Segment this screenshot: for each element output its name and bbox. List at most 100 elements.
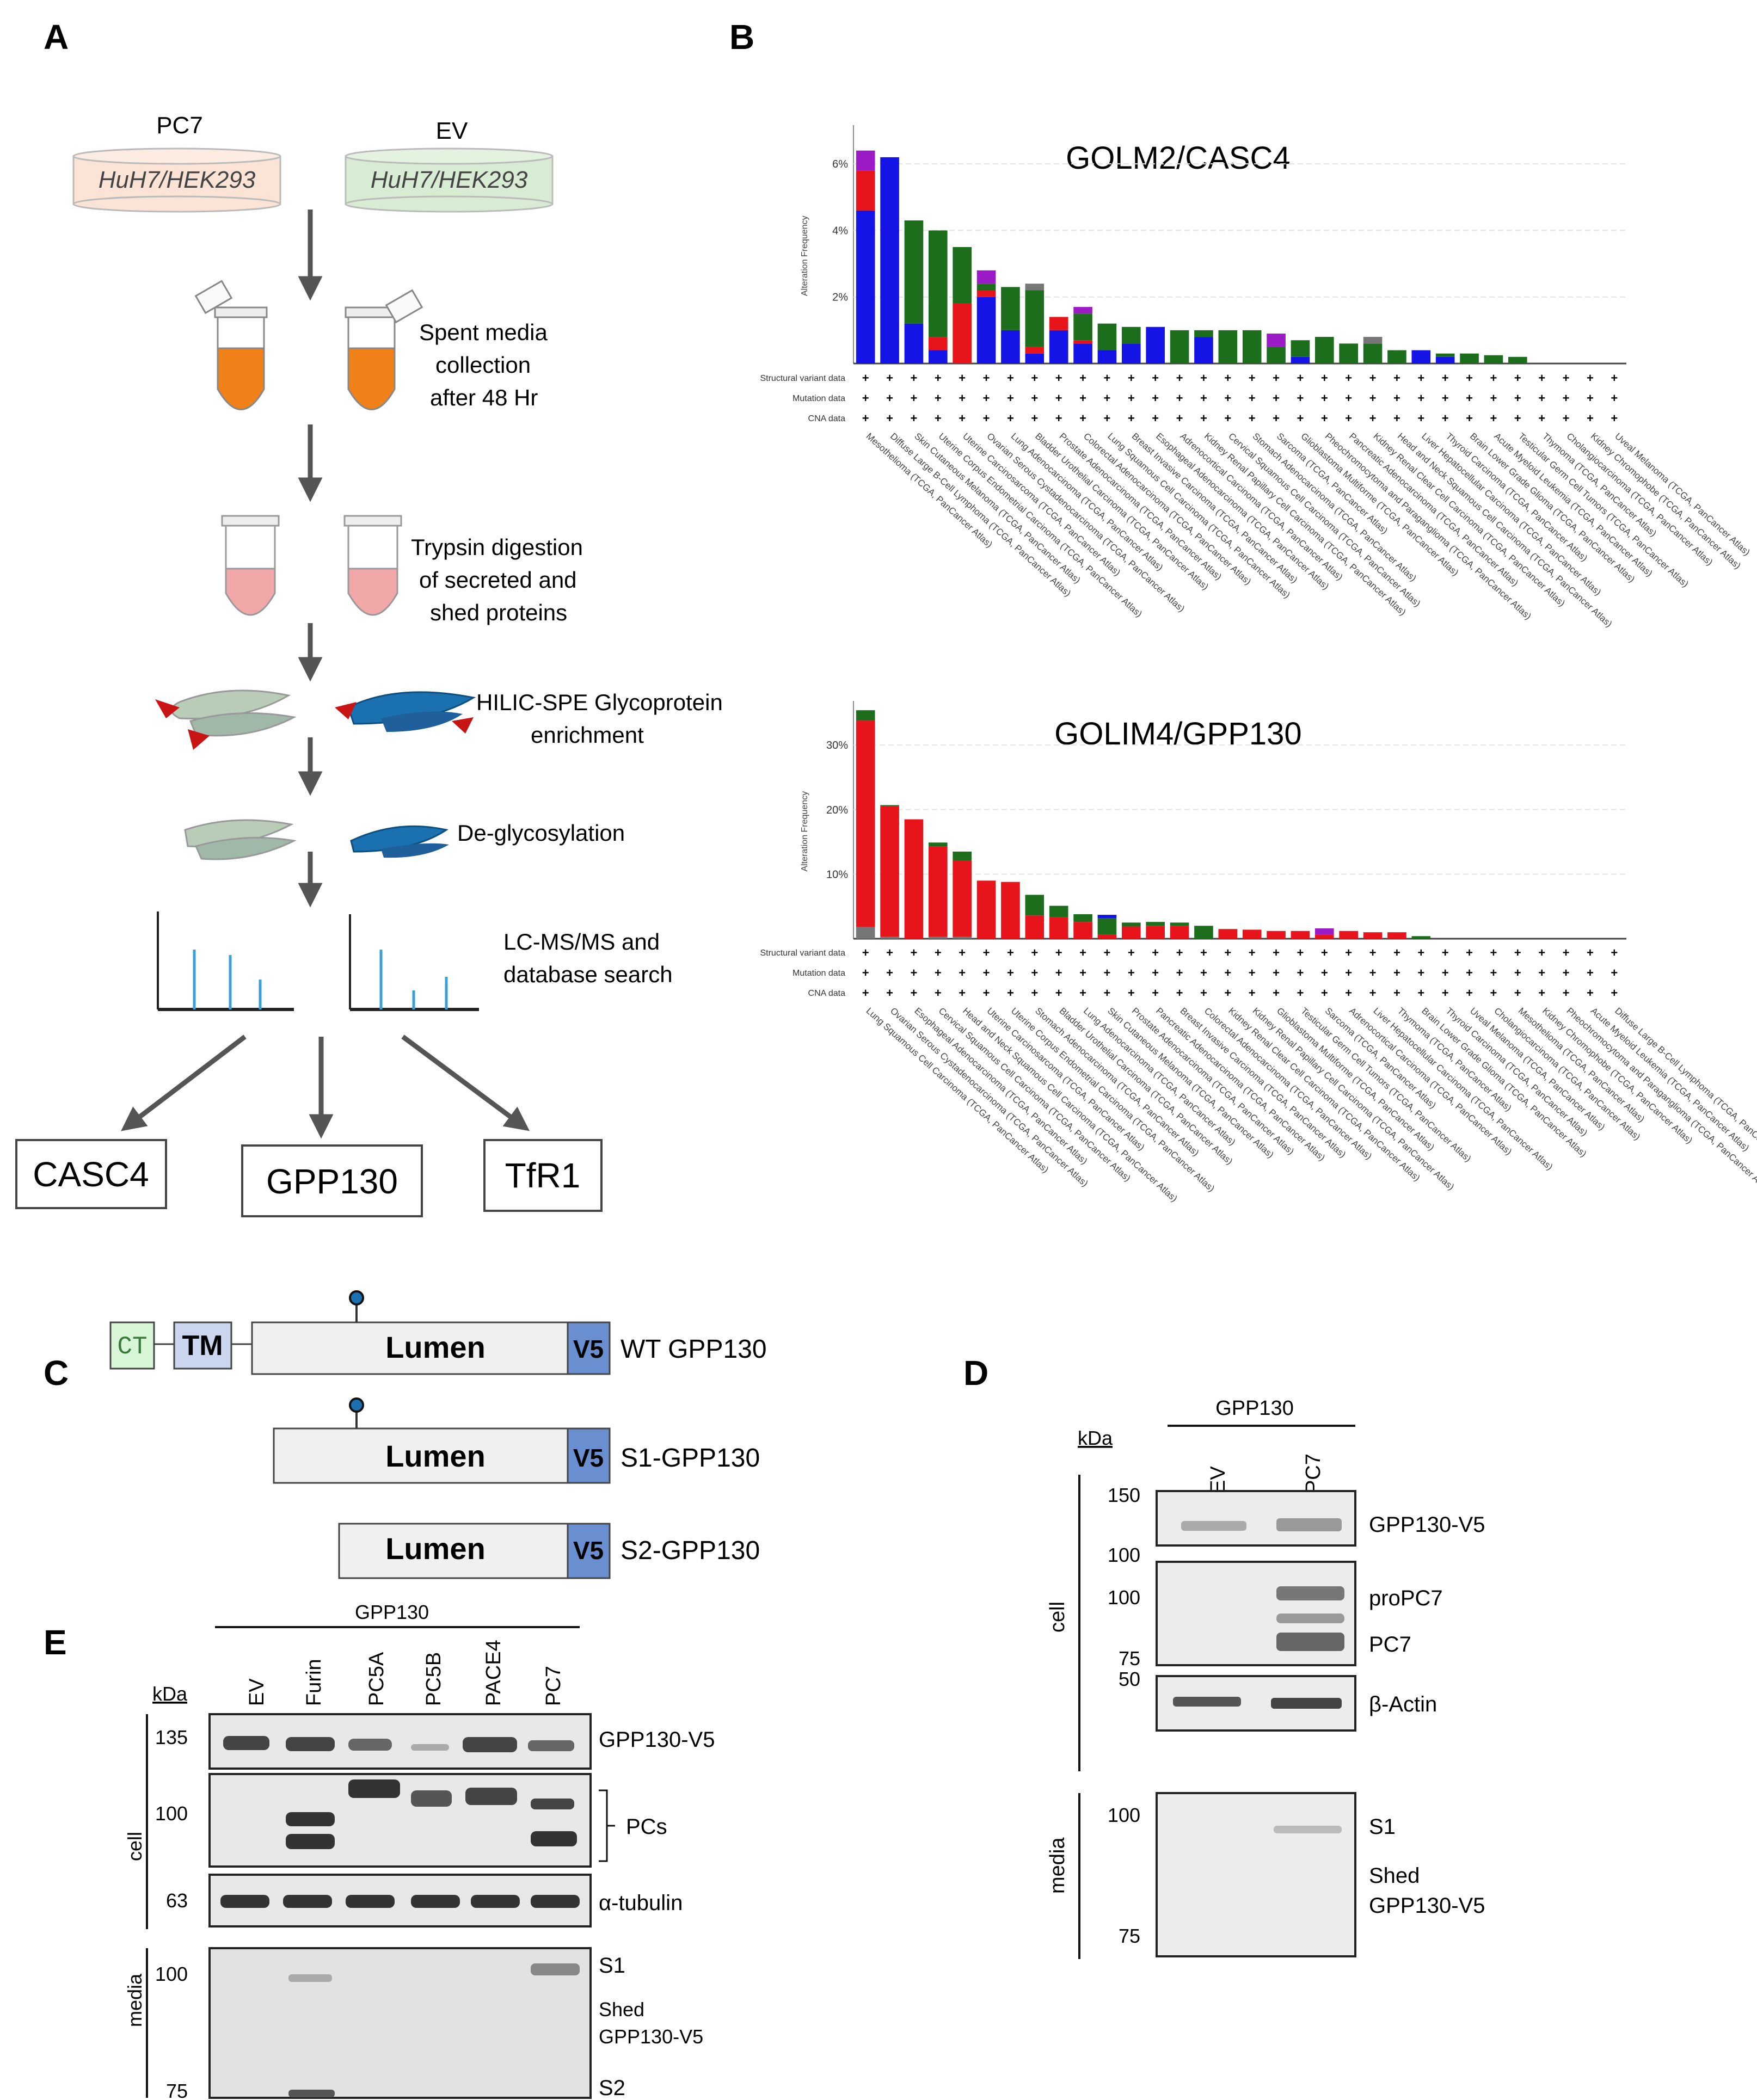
data-plus-marker: + xyxy=(1007,411,1014,425)
data-plus-marker: + xyxy=(1611,946,1618,959)
y-tick-label: 2% xyxy=(832,292,848,304)
bar-amplification xyxy=(1049,917,1068,939)
data-plus-marker: + xyxy=(1321,986,1328,1000)
bar-amplification xyxy=(1001,882,1020,939)
data-plus-marker: + xyxy=(1490,391,1497,405)
data-plus-marker: + xyxy=(1587,966,1594,980)
bar-amplification xyxy=(1363,932,1383,939)
data-plus-marker: + xyxy=(1200,986,1207,1000)
output-gpp130: GPP130 xyxy=(266,1162,398,1201)
data-plus-marker: + xyxy=(1055,986,1062,1000)
data-plus-marker: + xyxy=(1611,411,1618,425)
bar-structural_variant xyxy=(1267,333,1286,347)
s1-v5-label: V5 xyxy=(573,1444,604,1472)
e-band xyxy=(465,1788,517,1805)
data-plus-marker: + xyxy=(886,946,893,959)
data-plus-marker: + xyxy=(1563,411,1570,425)
ev-dish-label: EV xyxy=(436,118,468,144)
chart-ylabel: Alteration Frequency xyxy=(800,215,809,296)
data-plus-marker: + xyxy=(1345,946,1352,959)
data-plus-marker: + xyxy=(1345,986,1352,1000)
output-box-gpp130 xyxy=(241,1144,423,1217)
pcs-bracket-icon xyxy=(599,1789,615,1862)
data-plus-marker: + xyxy=(1055,391,1062,405)
data-plus-marker: + xyxy=(1514,371,1521,385)
data-plus-marker: + xyxy=(1587,986,1594,1000)
bar-amplification xyxy=(1025,347,1045,354)
bar-amplification xyxy=(856,170,875,211)
data-plus-marker: + xyxy=(1176,371,1183,385)
bar-mutation xyxy=(856,710,875,721)
data-plus-marker: + xyxy=(1611,391,1618,405)
data-plus-marker: + xyxy=(1611,371,1618,385)
deglycosylated-blue-icon xyxy=(350,825,449,858)
tube-ev-orange-icon xyxy=(345,289,423,410)
data-plus-marker: + xyxy=(1490,966,1497,980)
bar-deep_deletion xyxy=(1291,356,1310,364)
bar-amplification xyxy=(929,337,948,350)
bar-amplification xyxy=(929,846,948,937)
data-plus-marker: + xyxy=(1345,371,1352,385)
d-band xyxy=(1271,1698,1342,1709)
data-plus-marker: + xyxy=(1514,391,1521,405)
data-plus-marker: + xyxy=(1514,411,1521,425)
data-plus-marker: + xyxy=(1393,411,1400,425)
bar-amplification xyxy=(856,720,875,927)
e-band xyxy=(288,2090,335,2097)
data-plus-marker: + xyxy=(862,371,869,385)
bar-mutation xyxy=(1339,343,1358,364)
data-plus-marker: + xyxy=(1104,986,1111,1000)
e-tick-63: 63 xyxy=(166,1889,188,1912)
e-band xyxy=(463,1737,517,1752)
bar-mutation xyxy=(1194,926,1213,939)
d-label-actin: β-Actin xyxy=(1369,1692,1437,1716)
e-band xyxy=(286,1737,335,1751)
s2-lumen-label: Lumen xyxy=(385,1531,486,1566)
data-plus-marker: + xyxy=(1514,966,1521,980)
data-plus-marker: + xyxy=(1321,966,1328,980)
bar-mutation xyxy=(976,284,996,291)
data-plus-marker: + xyxy=(1273,966,1280,980)
bar-amplification xyxy=(1339,931,1358,939)
d-side-cell: cell xyxy=(1046,1602,1069,1633)
data-plus-marker: + xyxy=(1176,946,1183,959)
data-plus-marker: + xyxy=(862,986,869,1000)
data-plus-marker: + xyxy=(1563,986,1570,1000)
ct-label: CT xyxy=(117,1333,147,1361)
d-band xyxy=(1181,1521,1246,1531)
e-band xyxy=(411,1895,460,1908)
bar-deep_deletion xyxy=(1146,327,1165,364)
bar-deep_deletion xyxy=(929,350,948,364)
data-plus-marker: + xyxy=(1466,371,1473,385)
e-band xyxy=(283,1895,332,1908)
pc7-dish: HuH7/HEK293 xyxy=(72,147,281,213)
data-plus-marker: + xyxy=(935,986,942,1000)
panel-b-letter: B xyxy=(729,17,754,57)
data-plus-marker: + xyxy=(1273,946,1280,959)
y-tick-label: 30% xyxy=(826,740,848,752)
data-plus-marker: + xyxy=(1224,946,1231,959)
bar-mutation xyxy=(1435,353,1455,357)
s2-construct-label: S2-GPP130 xyxy=(621,1536,760,1565)
data-plus-marker: + xyxy=(1200,391,1207,405)
data-plus-marker: + xyxy=(886,411,893,425)
bar-amplification xyxy=(976,880,996,939)
data-plus-marker: + xyxy=(1176,986,1183,1000)
flow-arrows xyxy=(121,210,530,1139)
data-plus-marker: + xyxy=(1442,946,1449,959)
d-blot-media xyxy=(1156,1792,1356,1957)
bar-deep_deletion xyxy=(1049,330,1068,364)
data-plus-marker: + xyxy=(1369,966,1377,980)
data-plus-marker: + xyxy=(1249,986,1256,1000)
bar-mutation xyxy=(1122,922,1141,927)
data-plus-marker: + xyxy=(862,946,869,959)
chart-ylabel: Alteration Frequency xyxy=(800,791,809,872)
bar-amplification xyxy=(1122,926,1141,939)
data-plus-marker: + xyxy=(959,966,966,980)
data-plus-marker: + xyxy=(1200,966,1207,980)
row-label: Structural variant data xyxy=(760,374,845,383)
